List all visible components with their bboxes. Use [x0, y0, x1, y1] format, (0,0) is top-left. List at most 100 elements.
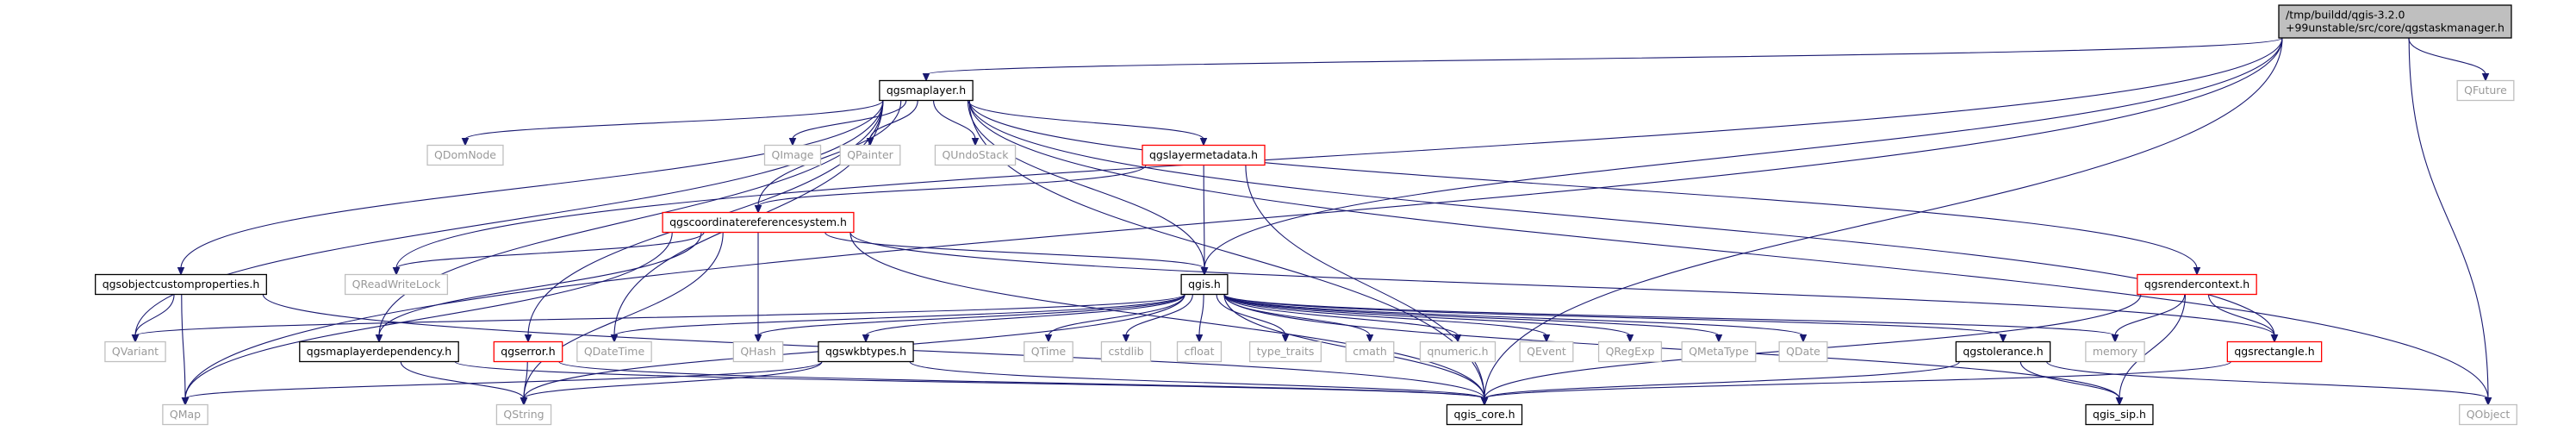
- node-label: QPainter: [847, 148, 893, 161]
- node-qgswkbtypes[interactable]: qgswkbtypes.h: [818, 340, 914, 363]
- arrowhead: [375, 334, 383, 343]
- node-type-traits: type_traits: [1248, 340, 1322, 363]
- node-box: [1955, 340, 2051, 363]
- node-label: QFuture: [2464, 84, 2507, 97]
- node-qgserror[interactable]: qgserror.h: [493, 340, 563, 363]
- node-label: qgsmaplayerdependency.h: [307, 345, 451, 358]
- node-label: /tmp/buildd/qgis-3.2.0: [2286, 9, 2405, 22]
- edge-root-to-qfuture: [2408, 37, 2490, 82]
- node-qgstolerance[interactable]: qgstolerance.h: [1955, 340, 2051, 363]
- edge-root-to-qreadwritelock: [392, 37, 2283, 276]
- node-box: [839, 144, 901, 166]
- arrowhead: [754, 334, 762, 343]
- node-box: [2085, 340, 2145, 363]
- node-qpainter: QPainter: [839, 144, 901, 166]
- node-qreadwritelock: QReadWriteLock: [344, 273, 449, 296]
- node-qgsrectangle[interactable]: qgsrectangle.h: [2226, 340, 2323, 363]
- edge-root-to-qgsmaplayer: [922, 37, 2283, 82]
- arrowhead: [2270, 334, 2279, 343]
- node-qgsrendercontext[interactable]: qgsrendercontext.h: [2137, 273, 2257, 296]
- node-label: QHash: [740, 345, 775, 358]
- edge-qgsmaplayer-to-qgslayermetadata: [967, 100, 1208, 147]
- node-label: qgis_sip.h: [2093, 408, 2146, 421]
- edge-qgscrs-to-qgis: [824, 232, 1209, 276]
- arrowhead: [2484, 397, 2492, 406]
- node-qimage: QImage: [763, 144, 822, 166]
- edge-qgsmaplayer-to-qdomnode: [461, 100, 884, 147]
- edge-qgscrs-to-qgsmaplayerdependency: [375, 232, 702, 343]
- node-label: QObject: [2467, 408, 2511, 421]
- node-label: type_traits: [1257, 345, 1315, 358]
- node-qgis-sip[interactable]: qgis_sip.h: [2085, 403, 2154, 426]
- node-qtime: QTime: [1024, 340, 1073, 363]
- arrowhead: [461, 138, 470, 147]
- arrowhead: [788, 138, 797, 147]
- edge-qgslayermetadata-to-qgis: [1200, 165, 1209, 276]
- node-box: [495, 403, 552, 426]
- node-box: [1176, 340, 1223, 363]
- edge-qgsrendercontext-to-qgsrectangle: [2207, 294, 2279, 343]
- edge-qgis-to-qmetatype: [1223, 294, 1723, 343]
- edge-qgscrs-to-qreadwritelock: [392, 232, 705, 276]
- edge-qgis-to-qhash: [754, 294, 1185, 343]
- arrowhead: [1199, 138, 1208, 147]
- edge-qgsmaplayer-to-qgsrendercontext: [968, 100, 2201, 276]
- node-label: QReadWriteLock: [352, 278, 442, 290]
- arrowhead: [1195, 334, 1204, 343]
- node-qmetatype: QMetaType: [1681, 340, 1757, 363]
- arrowhead: [1044, 334, 1053, 343]
- edge-qgstolerance-to-qgis_core: [1480, 361, 1960, 406]
- edge-qgsrectangle-to-qgis_core: [1480, 361, 2231, 406]
- node-label: qgis_core.h: [1453, 408, 1515, 421]
- node-label: cfloat: [1185, 345, 1215, 358]
- node-box: [2085, 403, 2154, 426]
- node-qundostack: QUndoStack: [934, 144, 1017, 166]
- node-qgsobjectcustomproperties[interactable]: qgsobjectcustomproperties.h: [95, 273, 267, 296]
- node-qgis-core[interactable]: qgis_core.h: [1446, 403, 1523, 426]
- arrowhead: [1542, 334, 1551, 343]
- node-label: qgsobjectcustomproperties.h: [103, 278, 260, 290]
- edge-qgis-to-type_traits: [1216, 294, 1290, 343]
- dependency-edges: [131, 37, 2492, 406]
- arrowhead: [520, 397, 528, 406]
- node-label: qgswkbtypes.h: [825, 345, 906, 358]
- node-qgis[interactable]: qgis.h: [1180, 273, 1229, 296]
- edge-qgsmaplayer-to-qgsrectangle: [968, 100, 2279, 343]
- arrowhead: [2481, 73, 2490, 82]
- edge-qgswkbtypes-to-qstring: [520, 361, 823, 406]
- node-box: [732, 340, 784, 363]
- node-label: qgscoordinatereferencesystem.h: [669, 216, 847, 228]
- node-qgscrs[interactable]: qgscoordinatereferencesystem.h: [662, 211, 855, 234]
- arrowhead: [177, 267, 185, 276]
- node-box: [1345, 340, 1395, 363]
- node-cfloat: cfloat: [1176, 340, 1223, 363]
- node-qdate: QDate: [1778, 340, 1828, 363]
- node-label: QDomNode: [434, 148, 496, 161]
- node-label: qgstolerance.h: [1963, 345, 2043, 358]
- node-box: [1446, 403, 1523, 426]
- node-label: qgserror.h: [501, 345, 555, 358]
- node-label: QImage: [772, 148, 814, 161]
- node-qhash: QHash: [732, 340, 784, 363]
- node-box: [1419, 340, 1496, 363]
- arrowhead: [2111, 334, 2119, 343]
- node-box: [104, 340, 166, 363]
- node-label: cmath: [1353, 345, 1387, 358]
- edge-qgsmaplayer-to-qpainter: [866, 100, 918, 147]
- dependency-nodes: /tmp/buildd/qgis-3.2.0+99unstable/src/co…: [95, 4, 2517, 426]
- node-qdatetime: QDateTime: [576, 340, 652, 363]
- edge-qgsmaplayer-to-qgsobjectcustomproperties: [177, 100, 884, 276]
- node-qgsmaplayer[interactable]: qgsmaplayer.h: [879, 79, 974, 102]
- edge-qgstolerance-to-qobject: [2046, 361, 2492, 406]
- node-box: [1248, 340, 1322, 363]
- node-box: [299, 340, 459, 363]
- node-qgsmaplayerdependency[interactable]: qgsmaplayerdependency.h: [299, 340, 459, 363]
- arrowhead: [1999, 334, 2007, 343]
- arrowhead: [1122, 334, 1130, 343]
- node-qgslayermetadata[interactable]: qgslayermetadata.h: [1142, 144, 1266, 166]
- edge-qgis-to-qdate: [1223, 294, 1808, 343]
- edge-qgsmaplayerdependency-to-qgis_core: [454, 361, 1489, 406]
- node-box: [95, 273, 267, 296]
- node-root[interactable]: /tmp/buildd/qgis-3.2.0+99unstable/src/co…: [2278, 4, 2512, 39]
- node-label: QMetaType: [1689, 345, 1749, 358]
